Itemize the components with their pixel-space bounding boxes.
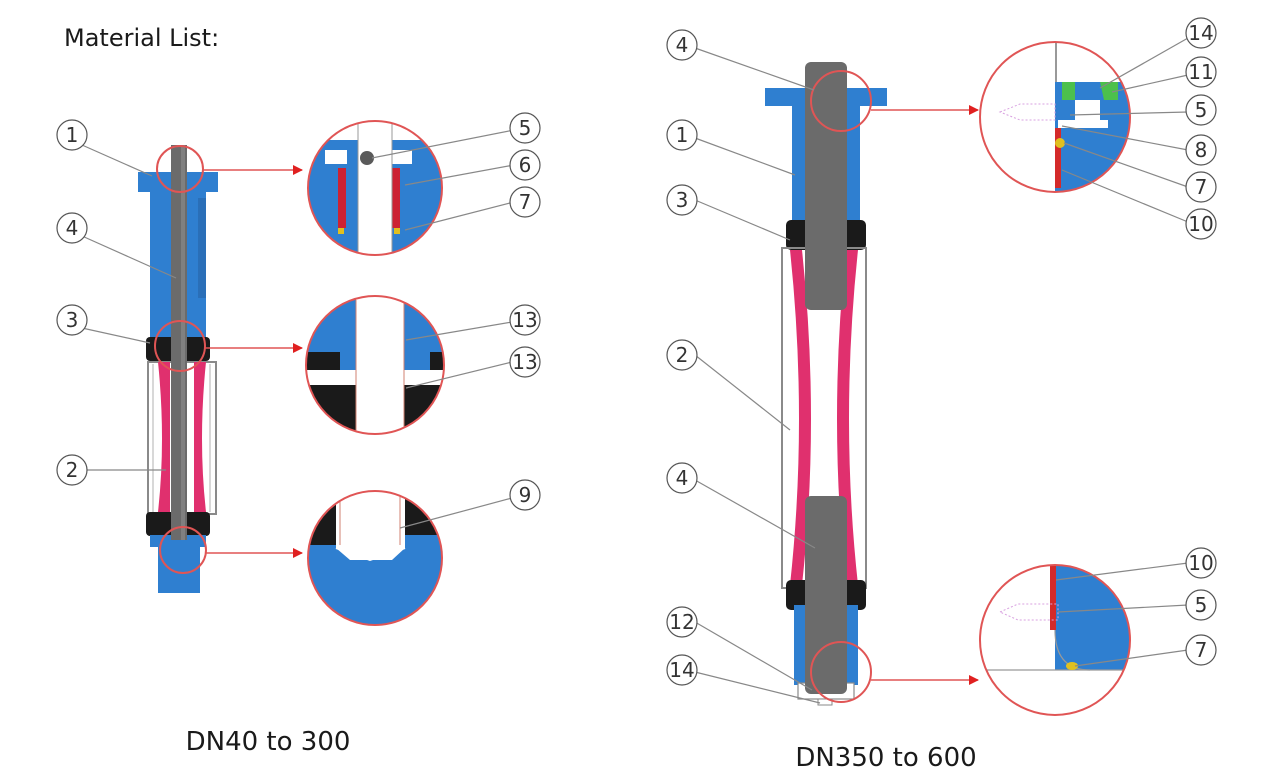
right-zoom-arrows bbox=[871, 105, 979, 685]
caption-left: DN40 to 300 bbox=[186, 727, 351, 757]
right-detail-bot: 10 5 7 bbox=[979, 547, 1217, 716]
callout-r4b: 4 bbox=[676, 466, 689, 490]
left-seat-liner-right bbox=[194, 362, 206, 512]
callout-rb5: 5 bbox=[1195, 593, 1208, 617]
callout-r4a: 4 bbox=[676, 33, 689, 57]
callout-rt10: 10 bbox=[1188, 212, 1213, 236]
callout-rt11: 11 bbox=[1188, 60, 1213, 84]
right-zoom-source-top bbox=[810, 70, 872, 132]
left-seat-liner-left bbox=[158, 362, 170, 512]
left-detail-mid: 13 13 bbox=[305, 295, 541, 435]
callout-3: 3 bbox=[66, 308, 79, 332]
left-detail-top: 5 6 7 bbox=[307, 112, 541, 256]
callout-rt7: 7 bbox=[1195, 175, 1208, 199]
callout-13a: 13 bbox=[512, 308, 537, 332]
right-upper-stem bbox=[805, 62, 847, 310]
caption-right: DN350 to 600 bbox=[795, 743, 976, 773]
left-zoom-source-mid bbox=[154, 320, 206, 372]
callout-rt8: 8 bbox=[1195, 138, 1208, 162]
callout-6: 6 bbox=[519, 153, 532, 177]
callout-9: 9 bbox=[519, 483, 532, 507]
callout-rb10: 10 bbox=[1188, 551, 1213, 575]
left-detail-bot: 9 bbox=[307, 479, 541, 626]
left-valve-cross-section bbox=[138, 145, 218, 593]
callout-2: 2 bbox=[66, 458, 79, 482]
left-zoom-source-bot bbox=[159, 526, 207, 574]
right-detail-top-ring bbox=[979, 41, 1131, 193]
left-callouts: 1 4 3 2 bbox=[56, 119, 88, 486]
callout-5: 5 bbox=[519, 116, 532, 140]
left-detail-mid-ring bbox=[305, 295, 445, 435]
left-bottom-boss bbox=[158, 545, 200, 593]
material-list-title: Material List: bbox=[64, 24, 219, 52]
callout-rt14: 14 bbox=[1188, 21, 1213, 45]
callout-rt5: 5 bbox=[1195, 98, 1208, 122]
callout-r1: 1 bbox=[676, 123, 689, 147]
callout-rb7: 7 bbox=[1195, 638, 1208, 662]
right-callouts: 4 1 3 2 4 12 14 bbox=[666, 29, 698, 686]
left-detail-bot-ring bbox=[307, 490, 443, 626]
right-leader-lines bbox=[694, 47, 821, 704]
right-valve-cross-section bbox=[765, 62, 887, 706]
callout-13b: 13 bbox=[512, 350, 537, 374]
callout-r2: 2 bbox=[676, 343, 689, 367]
callout-4: 4 bbox=[66, 216, 79, 240]
left-leader-lines bbox=[81, 144, 177, 471]
callout-r12: 12 bbox=[669, 610, 694, 634]
left-zoom-arrows bbox=[203, 165, 303, 558]
callout-1: 1 bbox=[66, 123, 79, 147]
right-detail-top: 14 11 5 8 7 10 bbox=[979, 17, 1217, 240]
right-detail-bot-ring bbox=[979, 564, 1131, 716]
callout-r3: 3 bbox=[676, 188, 689, 212]
right-zoom-source-bot bbox=[810, 641, 872, 703]
callout-r14: 14 bbox=[669, 658, 694, 682]
right-lower-stem bbox=[805, 496, 847, 694]
left-detail-top-ring bbox=[307, 120, 443, 256]
callout-7: 7 bbox=[519, 190, 532, 214]
left-zoom-source-top bbox=[156, 145, 204, 193]
